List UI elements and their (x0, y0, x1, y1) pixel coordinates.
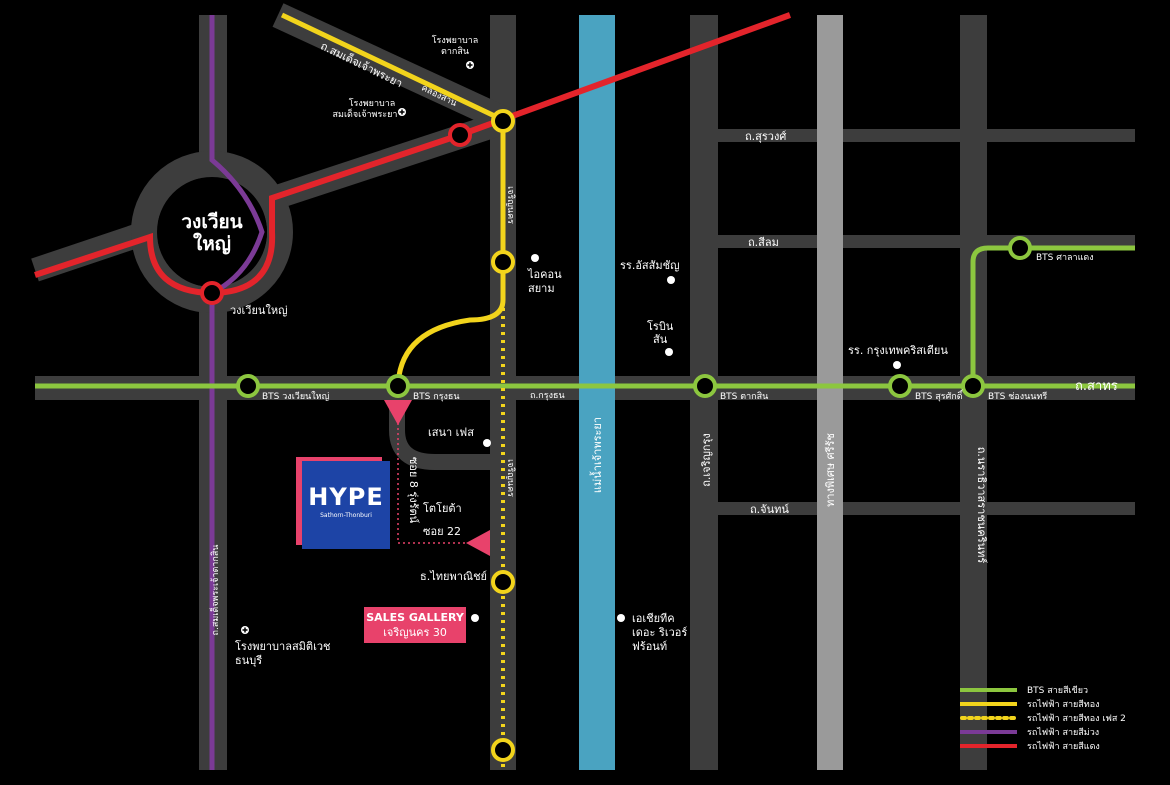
sales-gallery-box (364, 607, 466, 643)
road-label-charoen-nakhon-bottom: เจริญนคร (505, 459, 516, 497)
legend-label: รถไฟฟ้า สายสีทอง (1027, 699, 1100, 710)
labels: วงเวียน ใหญ่ ถ.สมเด็จเจ้าพระยา คลองสาน เ… (181, 35, 1117, 667)
road-label-expressway: ทางพิเศษ ศรีรัช (824, 433, 837, 507)
station-red-somdet (448, 123, 472, 147)
marker-sena-fest (483, 439, 491, 447)
river-label: แม่น้ำเจ้าพระยา (589, 417, 604, 493)
station-thai-panich (491, 570, 515, 594)
road-chan (690, 502, 1135, 515)
road-expressway (817, 15, 843, 770)
project-logo-box (302, 461, 390, 549)
stations (200, 109, 1032, 762)
landmark-toyota: โตโยต้า (423, 501, 462, 515)
legend-label: รถไฟฟ้า สายสีแดง (1027, 741, 1100, 752)
landmark-hosp-taksin-1: โรงพยาบาล (432, 35, 479, 46)
station-bts-surasak (888, 374, 912, 398)
project-logo-subtitle: Sathorn-Thonburi (320, 512, 372, 519)
road-label-silom: ถ.สีลม (748, 236, 779, 249)
roundabout-label-2: ใหญ่ (193, 232, 231, 255)
purple-line (209, 15, 265, 770)
green-line-silom-branch (970, 245, 1135, 386)
road-surawong (710, 129, 1135, 142)
station-label-bts-taksin: BTS ตากสิน (720, 391, 768, 402)
landmark-asiatique-1: เอเชียทีค (632, 612, 675, 625)
legend-label: รถไฟฟ้า สายสีทอง เฟส 2 (1027, 713, 1126, 724)
landmark-markers (241, 61, 901, 634)
gold-line (280, 12, 506, 387)
project-markers (296, 400, 490, 643)
landmark-iconsiam-2: สยาม (528, 282, 555, 295)
marker-sales-gallery (471, 614, 479, 622)
roundabout-center (157, 177, 267, 287)
marker-assumption (667, 276, 675, 284)
road-label-soi-8: ซอย 8 รุ่งรัตน์ (407, 457, 420, 524)
road-label-krung-thon: ถ.กรุงธน (530, 391, 565, 401)
station-label-bts-surasak: BTS สุรศักดิ์ (915, 389, 964, 402)
marker-bangkok-christian (893, 361, 901, 369)
legend-label: BTS สายสีเขียว (1027, 685, 1088, 696)
roundabout-label-1: วงเวียน (181, 211, 242, 233)
road-label-sathorn: ถ.สาทร (1075, 379, 1118, 394)
road-label-charoen-nakhon-top: เจริญนคร (505, 186, 516, 224)
chao-phraya-river (579, 15, 615, 770)
landmark-hosp-samitivej-2: ธนบุรี (235, 654, 262, 667)
marker-iconsiam (531, 254, 539, 262)
soi-22-entrance-marker (466, 530, 490, 556)
hospital-icon (241, 626, 249, 634)
hospital-icon (466, 61, 474, 69)
legend: BTS สายสีเขียว รถไฟฟ้า สายสีทอง รถไฟฟ้า … (960, 685, 1126, 752)
station-bts-wongwian-yai (236, 374, 260, 398)
landmark-assumption: รร.อัสสัมชัญ (620, 259, 679, 272)
landmark-bangkok-christian: รร. กรุงเทพคริสเตียน (848, 344, 948, 357)
sales-gallery-title: SALES GALLERY (366, 611, 465, 624)
road-label-somdet-taksin: ถ.สมเด็จพระเจ้าตากสิน (208, 545, 221, 636)
landmark-asiatique-2: เดอะ ริเวอร์ (632, 626, 687, 639)
landmark-hosp-somdet-2: สมเด็จเจ้าพระยา (333, 107, 398, 120)
station-label-bts-wongwian-yai: BTS วงเวียนใหญ่ (262, 391, 330, 402)
station-bts-sala-daeng (1008, 236, 1032, 260)
landmark-hosp-somdet-1: โรงพยาบาล (349, 98, 396, 109)
station-label-bts-krung-thon: BTS กรุงธน (413, 392, 460, 402)
station-bts-krung-thon (386, 374, 410, 398)
landmark-sena-fest: เสนา เฟส (428, 426, 474, 439)
soi-8-entrance-marker (384, 400, 412, 425)
road-label-narathiwat: ถ.นราธิวาสราชนครินทร์ (975, 447, 988, 564)
station-iconsiam (491, 250, 515, 274)
legend-label: รถไฟฟ้า สายสีม่วง (1027, 727, 1099, 738)
landmark-asiatique-3: ฟร้อนท์ (632, 640, 667, 653)
road-label-chan: ถ.จันทน์ (750, 503, 789, 516)
station-label-bts-chong-nonsi: BTS ช่องนนทรี (988, 391, 1047, 402)
road-label-surawong: ถ.สุรวงศ์ (745, 130, 786, 143)
landmark-robinson-2: สัน (653, 333, 668, 346)
road-label-soi-22: ซอย 22 (423, 525, 461, 538)
project-logo-text: HYPE (308, 483, 383, 511)
station-label-wongwian-yai-red: วงเวียนใหญ่ (230, 304, 287, 317)
sales-gallery-subtitle: เจริญนคร 30 (383, 626, 447, 639)
landmark-hosp-taksin-2: ตากสิน (441, 46, 469, 57)
landmark-hosp-samitivej-1: โรงพยาบาลสมิติเวช (235, 639, 330, 653)
landmark-thai-panich: ธ.ไทยพาณิชย์ (420, 570, 487, 583)
marker-asiatique (617, 614, 625, 622)
marker-robinson (665, 348, 673, 356)
landmark-robinson-1: โรบิน (647, 319, 674, 333)
hospital-icon (398, 108, 406, 116)
road-label-charoen-krung: ถ.เจริญกรุง (700, 433, 713, 487)
station-khlong-san (491, 109, 515, 133)
station-label-bts-sala-daeng: BTS ศาลาแดง (1036, 253, 1094, 263)
station-bts-taksin (693, 374, 717, 398)
station-bts-chong-nonsi (961, 374, 985, 398)
station-gold-south (491, 738, 515, 762)
station-wongwian-yai-red (200, 281, 224, 305)
road-soi-8 (389, 400, 490, 470)
landmark-iconsiam-1: ไอคอน (527, 268, 562, 281)
